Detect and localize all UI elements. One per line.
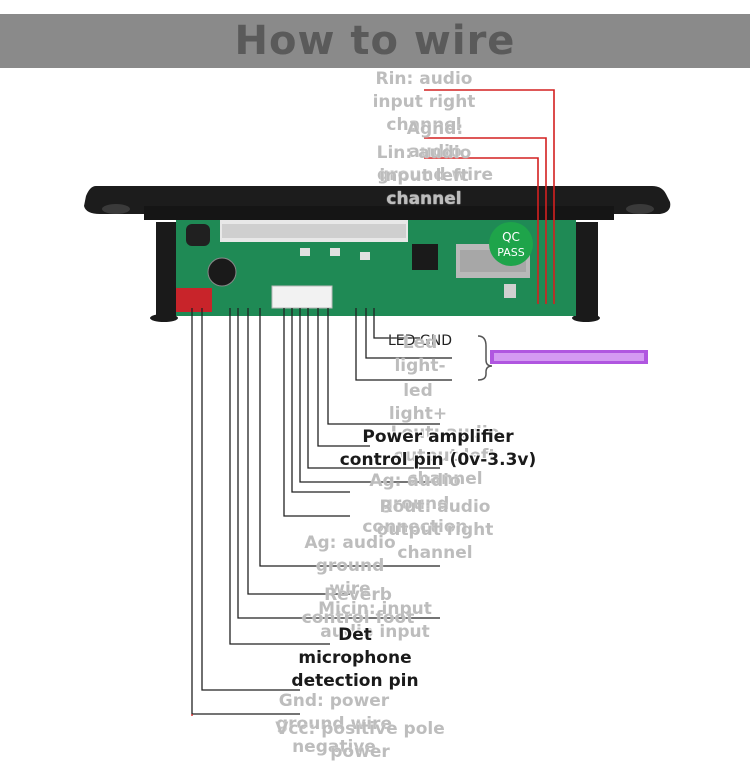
pcb-board: QC PASS [176, 220, 576, 316]
input-wires [424, 89, 555, 304]
label-led-gnd: LED GND [388, 333, 452, 349]
title-banner [0, 14, 750, 68]
led-strip [477, 335, 648, 381]
page-title: How to wire [234, 18, 516, 64]
qc-badge-line1: QC [502, 230, 520, 244]
module-bezel [84, 186, 671, 322]
qc-badge-line2: PASS [497, 246, 524, 259]
